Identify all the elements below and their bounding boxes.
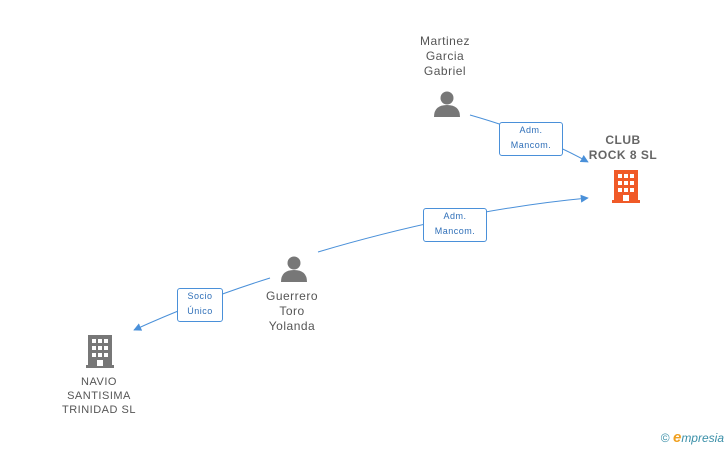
edge-label-guerrero-navio: Socio Único [177,288,223,322]
node-label-martinez[interactable]: Martinez Garcia Gabriel [419,34,470,78]
building-icon [612,170,640,203]
brand-logo-e: e [672,429,682,446]
copyright-symbol: © [660,431,670,445]
brand-name: mpresia [681,431,724,445]
person-icon [434,91,460,117]
node-label-club-rock[interactable]: CLUB ROCK 8 SL [588,133,658,162]
brand-footer: © empresia [661,429,724,446]
node-label-guerrero[interactable]: Guerrero Toro Yolanda [265,289,319,333]
node-label-navio[interactable]: NAVIO SANTISIMA TRINIDAD SL [62,376,136,416]
building-icon [86,335,114,368]
edge-label-guerrero-club: Adm. Mancom. [423,208,487,242]
edge-label-martinez-club: Adm. Mancom. [499,122,563,156]
person-icon [281,256,307,282]
